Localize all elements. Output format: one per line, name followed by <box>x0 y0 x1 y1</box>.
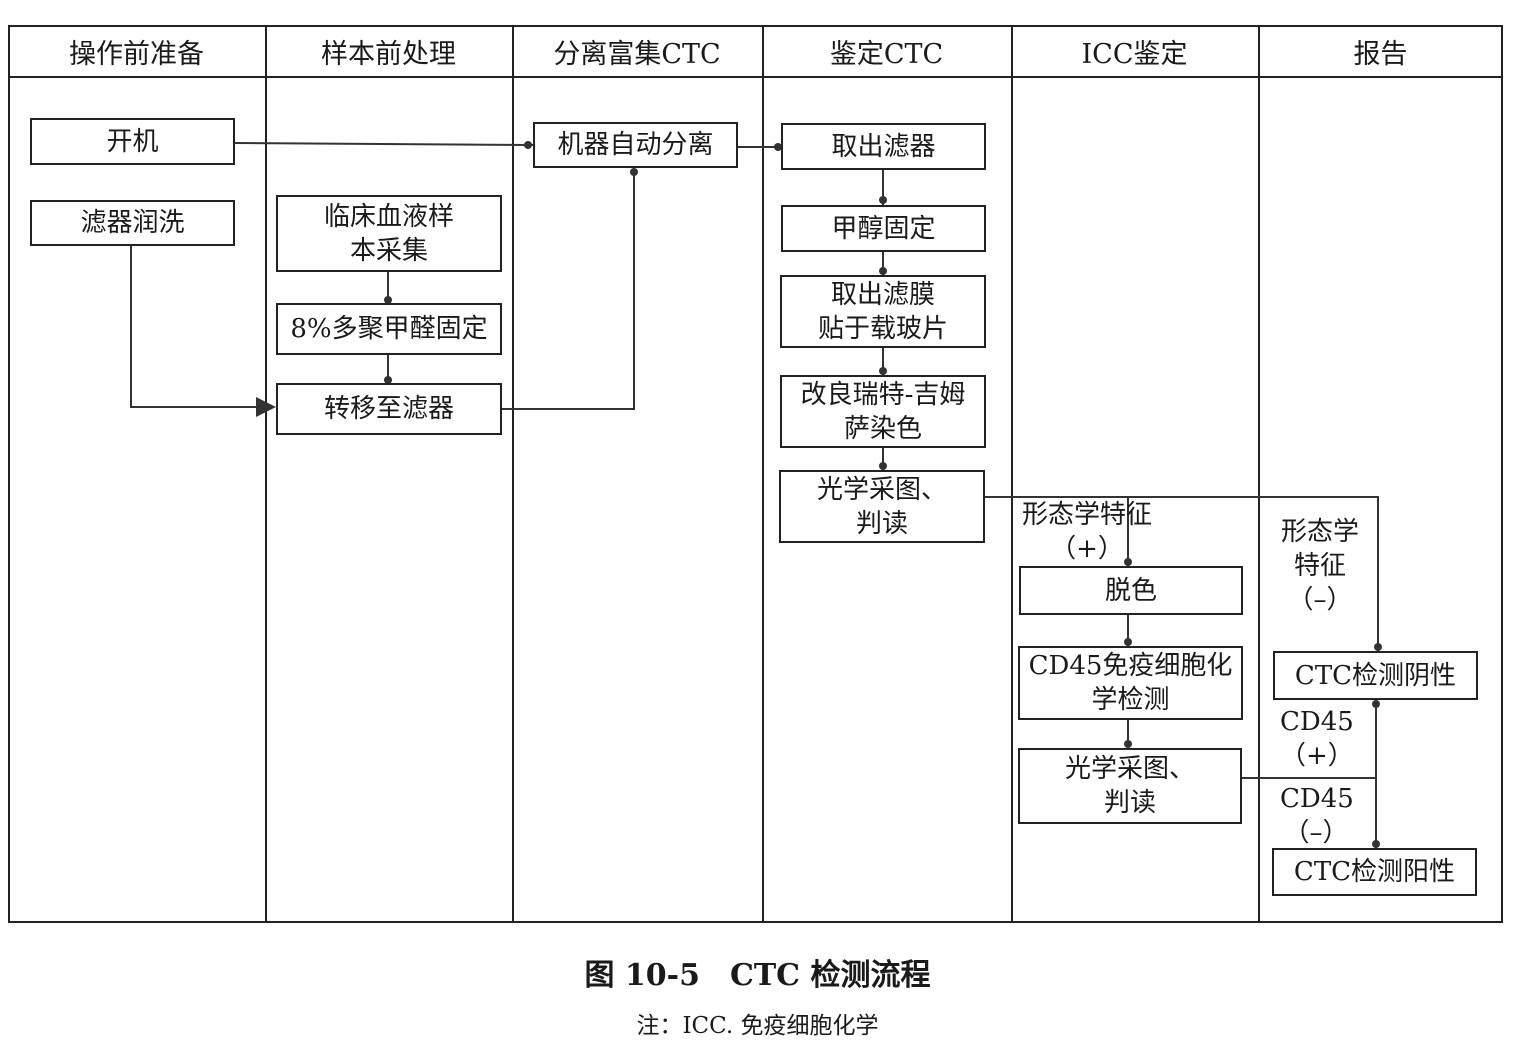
flowchart-frame <box>8 25 1503 923</box>
step-decolor: 脱色 <box>1019 566 1243 615</box>
step-methanol-fix: 甲醇固定 <box>781 205 986 252</box>
column-header-icc: ICC鉴定 <box>1081 38 1188 70</box>
column-divider <box>1258 25 1260 923</box>
column-header-report: 报告 <box>1353 38 1408 70</box>
column-header-sample-processing: 样本前处理 <box>321 38 456 70</box>
label-morphology-positive: 形态学特征 （+） <box>1021 500 1152 564</box>
header-divider <box>8 76 1503 78</box>
step-fixation: 8%多聚甲醛固定 <box>276 303 502 355</box>
step-mount-membrane: 取出滤膜 贴于载玻片 <box>780 275 986 348</box>
column-header-ctc-enrichment: 分离富集CTC <box>553 38 721 70</box>
connector-rinse-transfer <box>130 246 276 417</box>
label-cd45-positive: CD45 （+） <box>1280 707 1354 771</box>
label-cd45-negative: CD45 （–） <box>1280 784 1354 848</box>
label-morphology-negative: 形态学 特征 （–） <box>1270 515 1370 617</box>
step-remove-filter: 取出滤器 <box>781 123 986 170</box>
step-imaging-reading-1: 光学采图、 判读 <box>779 470 985 543</box>
step-wright-giemsa-stain: 改良瑞特-吉姆 萨染色 <box>780 375 986 448</box>
connector-imaging-negative <box>985 496 1379 651</box>
step-cd45-icc: CD45免疫细胞化 学检测 <box>1018 646 1243 720</box>
step-power-on: 开机 <box>30 118 235 165</box>
column-divider <box>1011 25 1013 923</box>
step-auto-separation: 机器自动分离 <box>533 122 738 168</box>
figure-caption: 图 10-5 CTC 检测流程 <box>584 958 931 993</box>
step-transfer: 转移至滤器 <box>276 383 502 435</box>
connector-poweron-separation <box>234 142 534 146</box>
result-ctc-negative: CTC检测阴性 <box>1273 651 1478 700</box>
column-divider <box>762 25 764 923</box>
column-header-preparation: 操作前准备 <box>69 38 204 70</box>
figure-note: 注：ICC. 免疫细胞化学 <box>636 1013 879 1039</box>
step-filter-rinse: 滤器润洗 <box>30 200 235 246</box>
column-header-ctc-identification: 鉴定CTC <box>829 38 944 70</box>
result-ctc-positive: CTC检测阳性 <box>1272 848 1477 896</box>
column-divider <box>512 25 514 923</box>
step-imaging-reading-2: 光学采图、 判读 <box>1018 748 1242 824</box>
column-divider <box>265 25 267 923</box>
step-blood-collection: 临床血液样 本采集 <box>276 195 502 272</box>
connector-transfer-separation <box>502 170 635 410</box>
